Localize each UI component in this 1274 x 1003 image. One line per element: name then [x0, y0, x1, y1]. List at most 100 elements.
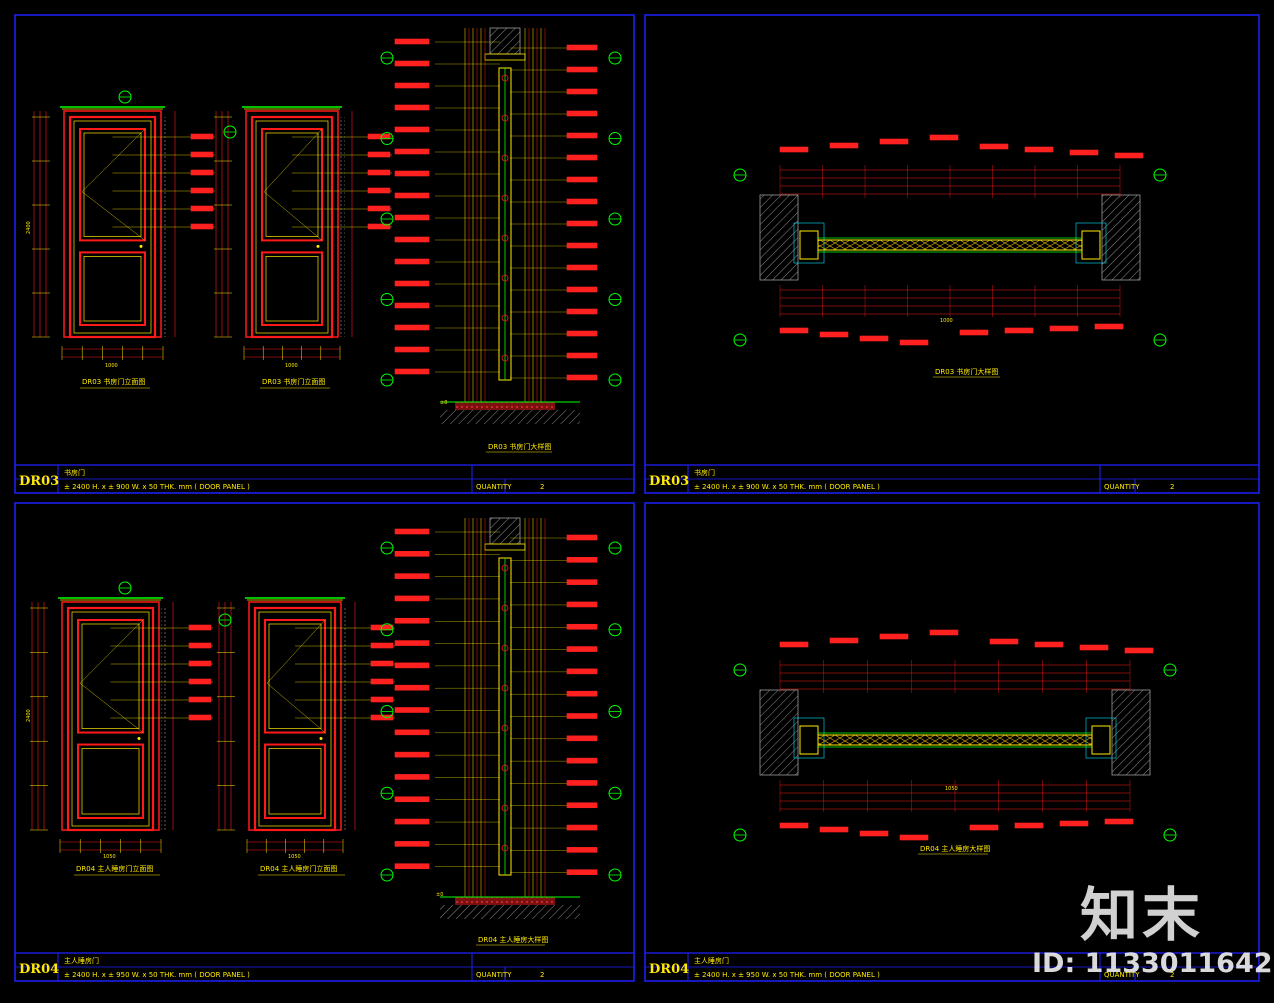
- note-tag: [370, 696, 394, 703]
- header-wall: [489, 517, 521, 545]
- note-tag: [566, 176, 598, 183]
- door-lower-panel: [77, 743, 144, 819]
- door-upper-panel: [77, 619, 144, 734]
- hinge-detail-icon: [501, 724, 509, 732]
- note-tag: [879, 138, 909, 145]
- door-upper-panel-bead: [268, 623, 322, 729]
- door-handle-icon: [319, 737, 323, 741]
- door-upper-panel-bead: [83, 132, 142, 237]
- right-wall: [1111, 689, 1151, 776]
- note-tag: [370, 678, 394, 685]
- hinge-detail-icon: [501, 154, 509, 162]
- note-tag: [1069, 149, 1099, 156]
- note-tag: [394, 346, 430, 353]
- title-block-q1: DR03 书房门 ± 2400 H. x ± 900 W. x 50 THK. …: [15, 464, 634, 493]
- door-upper-panel: [261, 128, 323, 242]
- quantity-label: QUANTITY: [476, 483, 512, 491]
- header-frame: [484, 543, 526, 551]
- note-tag: [819, 826, 849, 833]
- door-elevation: [30, 597, 213, 853]
- hinge-detail-icon: [501, 74, 509, 82]
- door-swing-line: [263, 191, 323, 241]
- left-jamb: [799, 230, 819, 260]
- dim-height-q1: 2400: [26, 221, 32, 234]
- sheet-code: DR04: [649, 962, 689, 977]
- note-tag: [566, 264, 598, 271]
- door-architrave: [61, 601, 160, 831]
- note-tag: [394, 863, 430, 869]
- note-tag: [566, 66, 598, 73]
- caption-q4-plan: DR04 主人睡房大样图: [920, 844, 990, 853]
- note-tag: [190, 151, 214, 158]
- note-tag: [566, 88, 598, 95]
- note-tag: [979, 143, 1009, 150]
- door-handle-icon: [137, 737, 141, 741]
- note-tag: [394, 82, 430, 89]
- hinge-detail-icon: [501, 194, 509, 202]
- note-tag: [989, 638, 1019, 645]
- sheet-code: DR04: [19, 962, 59, 977]
- dimension-texts: 1000 1000 1050 1050 1000 1050 2400 2400 …: [26, 221, 958, 898]
- note-tag: [566, 330, 598, 337]
- note-tag: [367, 205, 391, 212]
- plan-door-leaf: [817, 734, 1093, 746]
- note-tag: [394, 170, 430, 177]
- caption-q1-elev-b: DR03 书房门立面图: [262, 377, 325, 386]
- note-tag: [566, 735, 598, 742]
- note-tag: [1059, 820, 1089, 827]
- note-tag: [879, 633, 909, 640]
- right-wall: [1101, 194, 1141, 281]
- title-block-q3: DR04 主人睡房门 ± 2400 H. x ± 950 W. x 50 THK…: [15, 952, 634, 981]
- note-tag: [394, 258, 430, 265]
- note-tag: [566, 623, 598, 630]
- door-handle-icon: [139, 244, 143, 248]
- note-tag: [566, 154, 598, 161]
- door-architrave: [245, 110, 339, 338]
- note-tag: [190, 187, 214, 194]
- note-tag: [566, 757, 598, 764]
- note-tag: [190, 205, 214, 212]
- note-tag: [188, 660, 212, 667]
- door-sections: [380, 27, 622, 919]
- door-plans: [733, 134, 1177, 842]
- hinge-detail-icon: [501, 644, 509, 652]
- quantity-value: 2: [1170, 971, 1174, 979]
- note-tag: [394, 841, 430, 847]
- wall-hatch: [161, 608, 166, 830]
- note-tag: [899, 339, 929, 346]
- sheet-frames: [14, 14, 1260, 982]
- note-tag: [394, 104, 430, 111]
- dim-plan-width-q2: 1000: [940, 318, 953, 324]
- note-tag: [188, 624, 212, 631]
- note-tag: [1014, 822, 1044, 829]
- note-tag: [899, 834, 929, 841]
- note-tag: [394, 617, 430, 624]
- note-tag: [566, 374, 598, 381]
- note-tag: [394, 729, 430, 736]
- door-swing-line: [266, 683, 326, 733]
- sheet-spec: ± 2400 H. x ± 950 W. x 50 THK. mm ( DOOR…: [64, 971, 250, 979]
- sheet-spec: ± 2400 H. x ± 900 W. x 50 THK. mm ( DOOR…: [694, 483, 880, 491]
- caption-q1-section: DR03 书房门大样图: [488, 442, 551, 451]
- note-tag: [188, 696, 212, 703]
- quantity-value: 2: [540, 483, 544, 491]
- note-tag: [394, 818, 430, 825]
- note-tag: [779, 146, 809, 153]
- title-block-q2: DR03 书房门 ± 2400 H. x ± 900 W. x 50 THK. …: [645, 464, 1259, 493]
- door-swing-line: [81, 128, 146, 192]
- note-tag: [1004, 327, 1034, 334]
- note-tag: [190, 133, 214, 140]
- hinge-detail-icon: [501, 684, 509, 692]
- note-tag: [566, 308, 598, 315]
- dim-total-width-q1b: 1000: [285, 363, 298, 369]
- dim-total-width-q3b: 1050: [288, 854, 301, 860]
- door-swing-line: [81, 191, 146, 241]
- note-tag: [566, 780, 598, 786]
- floor-level-q1: ±0: [440, 400, 447, 406]
- door-leaf-bead: [258, 611, 332, 827]
- door-upper-panel: [79, 128, 146, 242]
- note-tag: [819, 331, 849, 338]
- note-tag: [566, 352, 598, 359]
- note-tag: [829, 637, 859, 644]
- door-swing-line: [266, 619, 326, 684]
